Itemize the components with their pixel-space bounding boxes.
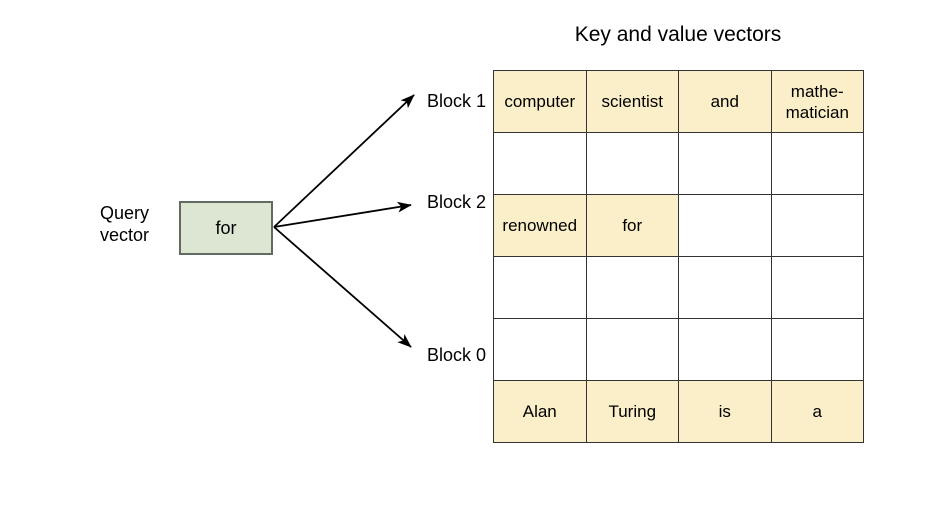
arrow-to-block-2-icon (273, 201, 412, 228)
arrow-to-block-1-icon (273, 94, 415, 228)
table-cell-line: matician (785, 102, 849, 122)
table-cell: scientist (585, 70, 679, 133)
block-label-0: Block 0 (426, 345, 486, 365)
table-cell (678, 194, 772, 257)
table-cell (585, 256, 679, 319)
table-cell: is (678, 380, 772, 443)
page-title: Key and value vectors (574, 23, 782, 46)
table-cell (678, 132, 772, 195)
table-cell (585, 318, 679, 381)
table-cell (493, 318, 587, 381)
table-cell: Alan (493, 380, 587, 443)
query-vector-label-line2: vector (100, 225, 150, 245)
table-cell (493, 132, 587, 195)
block-label-2: Block 2 (426, 192, 486, 212)
table-cell (585, 132, 679, 195)
table-row (493, 256, 864, 319)
table-cell: renowned (493, 194, 587, 257)
table-cell (678, 256, 772, 319)
table-cell (770, 318, 864, 381)
query-vector-token: for (215, 217, 237, 238)
table-row (493, 132, 864, 195)
table-cell: a (770, 380, 864, 443)
block-label-1: Block 1 (426, 91, 486, 111)
table-cell (493, 256, 587, 319)
table-cell: Turing (585, 380, 679, 443)
query-vector-box[interactable]: for (179, 201, 273, 255)
table-cell-line: mathe- (790, 81, 844, 101)
table-cell (678, 318, 772, 381)
arrow-to-block-0-icon (273, 226, 412, 348)
table-cell: and (678, 70, 772, 133)
table-row (493, 318, 864, 381)
table-cell (770, 132, 864, 195)
query-vector-label: Query vector (100, 202, 174, 246)
table-cell: for (585, 194, 679, 257)
query-vector-label-line1: Query (100, 203, 150, 223)
table-cell: computer (493, 70, 587, 133)
table-cell (770, 256, 864, 319)
table-cell: mathe-matician (770, 70, 864, 133)
table-cell (770, 194, 864, 257)
